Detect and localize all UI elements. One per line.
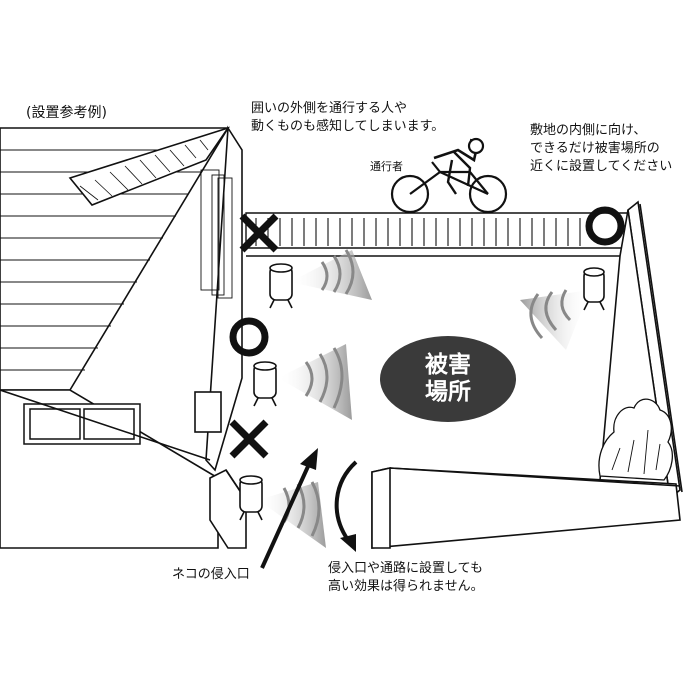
sensor-fence-left: [270, 264, 292, 308]
sensor-mid-left: [254, 362, 276, 406]
diagram-title: (設置参考例): [26, 104, 107, 122]
house-window: [24, 404, 140, 444]
damage-area-badge: 被害 場所: [380, 336, 516, 422]
beam-fence-left: [290, 250, 372, 300]
sensor-entry: [240, 476, 262, 520]
house: [0, 128, 242, 548]
back-fence: [246, 213, 630, 256]
cross-mark-icon: [232, 422, 266, 456]
cat-entry-label: ネコの侵入口: [172, 566, 250, 584]
passerby-cyclist: [392, 139, 506, 212]
turn-around-arrow: [337, 462, 356, 552]
passerby-label: 通行者: [370, 158, 403, 176]
sensor-inside-right: [584, 268, 604, 310]
top-warning-label: 囲いの外側を通行する人や 動くものも感知してしまいます。: [251, 100, 444, 136]
bottom-warning-label: 侵入口や通路に設置しても 高い効果は得られません。: [328, 560, 484, 596]
right-advice-label: 敷地の内側に向け、 できるだけ被害場所の 近くに設置してください: [530, 122, 672, 176]
